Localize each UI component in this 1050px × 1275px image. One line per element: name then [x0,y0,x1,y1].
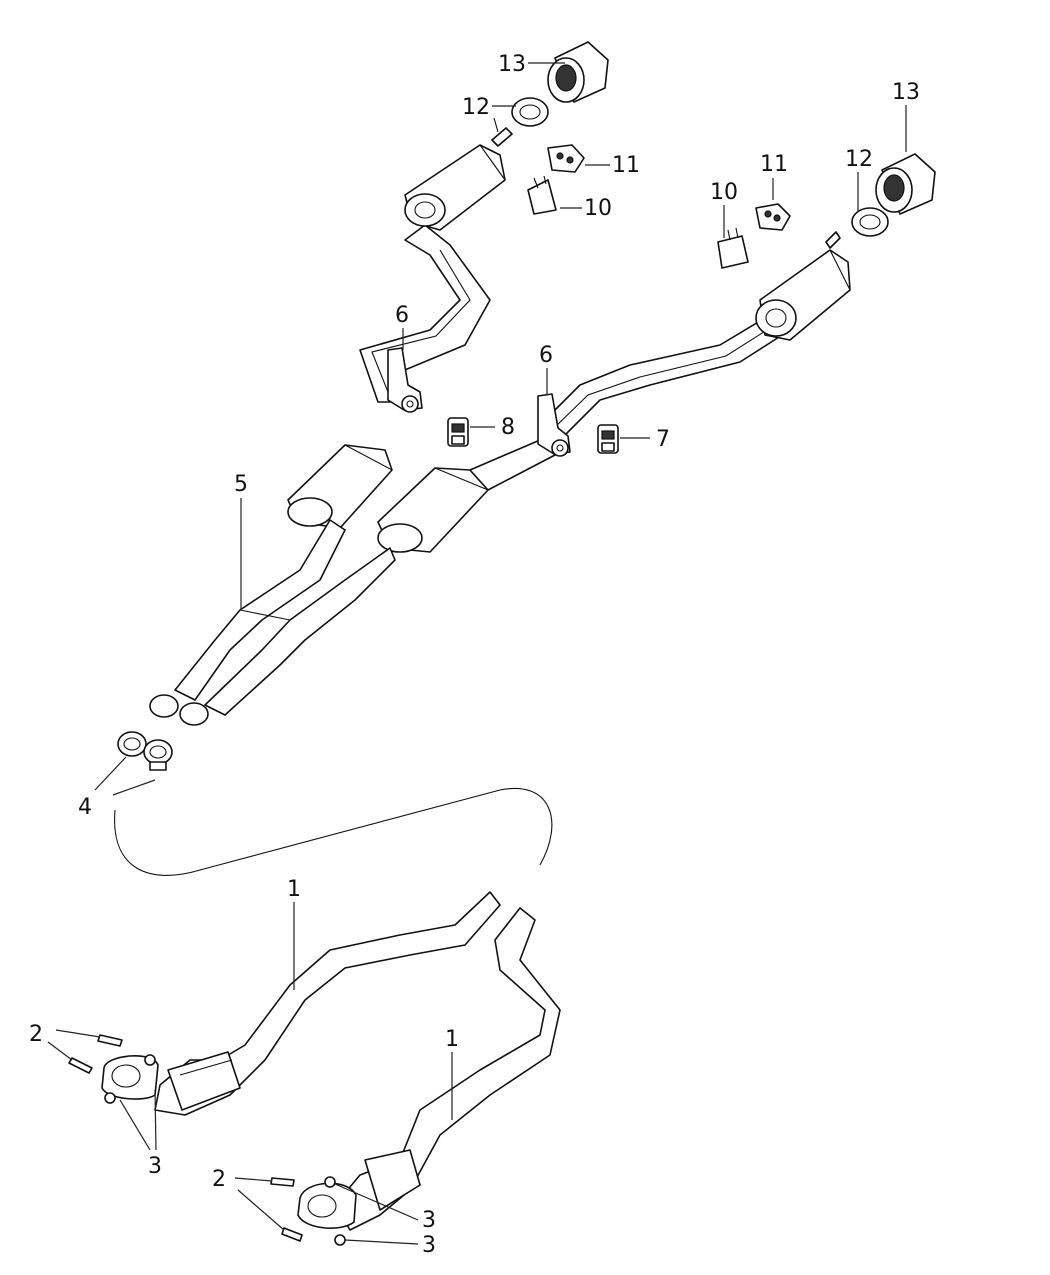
callout-12-left: 12 [462,95,490,120]
isolator-11-right [755,203,791,231]
callout-11-right: 11 [760,152,788,177]
callout-6-left: 6 [395,303,409,328]
callout-1-upper: 1 [287,877,301,902]
callout-8: 8 [501,415,515,440]
exhaust-assembly-5 [149,117,851,726]
front-pipe-1-upper [101,891,501,1116]
bracket-10-right [717,227,749,269]
assembly-relation-curve [114,788,553,876]
callout-1-lower: 1 [445,1027,459,1052]
stud-2-lower [270,1177,303,1242]
callout-5: 5 [234,472,248,497]
callout-11-left: 11 [612,153,640,178]
callout-13-left: 13 [498,52,526,77]
exhaust-tip-13-right [875,153,936,215]
hanger-bracket-6-right [537,393,571,457]
callout-3-upper: 3 [148,1154,162,1179]
leader-lines [47,62,907,1245]
callout-3-lower-b: 3 [422,1233,436,1258]
valve-actuator-7 [597,424,619,454]
clamp-12-left [511,97,549,127]
callout-4: 4 [78,795,92,820]
callout-6-right: 6 [539,343,553,368]
isolator-11-left [547,144,585,173]
callout-10-right: 10 [710,180,738,205]
bracket-10-left [527,175,557,215]
clamps-4 [117,731,173,771]
callout-7: 7 [656,427,670,452]
front-pipe-1-lower [297,907,561,1231]
nut-3 [104,1054,346,1246]
callout-3-lower-a: 3 [422,1208,436,1233]
stud-2-upper [68,1034,123,1074]
callout-13-right: 13 [892,80,920,105]
callout-2-upper: 2 [29,1022,43,1047]
callout-12-right: 12 [845,147,873,172]
exhaust-tip-13-left [547,41,609,103]
callout-10-left: 10 [584,196,612,221]
hanger-bracket-6-left [387,347,423,413]
callout-2-lower: 2 [212,1167,226,1192]
clamp-12-right [851,207,889,237]
valve-actuator-8 [447,417,469,447]
